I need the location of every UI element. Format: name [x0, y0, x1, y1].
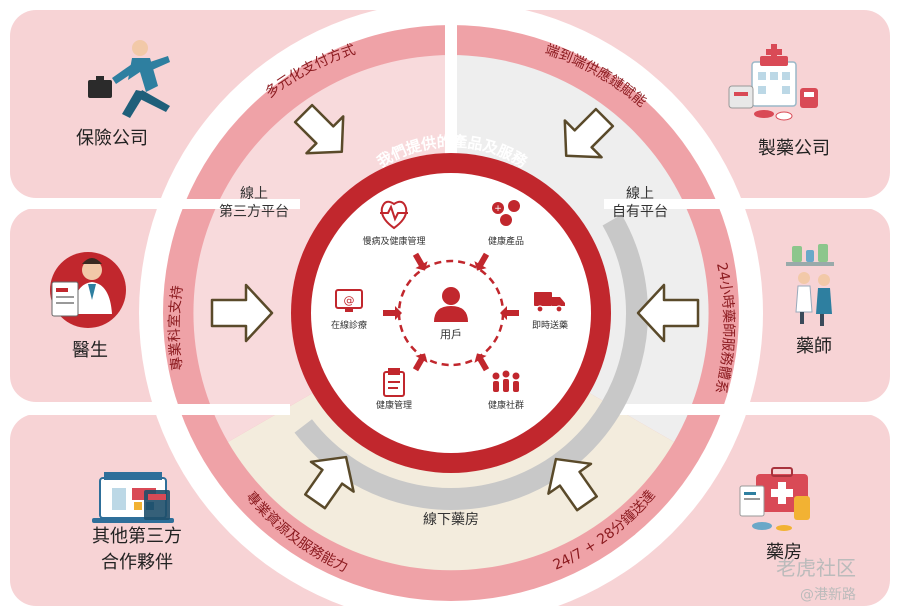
clipboard-icon: [383, 368, 405, 397]
monitor-icon: @: [335, 289, 363, 312]
svg-text:+: +: [494, 204, 502, 214]
mini-arrow-health-mgmt: [412, 353, 428, 372]
separator-top: [445, 0, 457, 200]
segment-label-line: 第三方平台: [219, 203, 289, 220]
service-health-mgmt-label: 健康管理: [376, 399, 412, 411]
heart-pulse-icon: [380, 200, 408, 230]
service-online-consult-label: 在線診療: [331, 319, 367, 331]
mini-arrow-online-consult: [383, 306, 402, 320]
segment-label-line: 線上: [240, 186, 268, 202]
service-chronic-label: 慢病及健康管理: [362, 235, 425, 247]
segment-offline-pharmacy: 線下藥房: [423, 512, 479, 528]
arrow-pharmacist: [636, 283, 700, 343]
segment-label-line: 自有平台: [612, 204, 668, 220]
segment-label-line: 線上: [626, 186, 654, 202]
svg-text:@: @: [344, 294, 355, 307]
service-community-label: 健康社群: [488, 399, 524, 411]
flow-swoosh: [254, 116, 648, 510]
arrow-pharmacy: [547, 457, 598, 512]
delivery-truck-icon: [534, 292, 565, 313]
partner-pharmacist: 藥師: [796, 336, 832, 357]
arrow-insurance: [293, 103, 345, 155]
separator-right: [604, 199, 902, 209]
user-label: 用戶: [440, 328, 462, 341]
separator-bottom-right: [612, 404, 902, 415]
watermark-main: 老虎社区: [776, 556, 856, 580]
partner-doctor: 醫生: [72, 340, 108, 361]
pills-icon: +: [492, 200, 520, 226]
community-icon: [492, 370, 520, 392]
mini-arrow-products: [474, 252, 490, 271]
service-delivery-label: 即時送藥: [532, 319, 568, 331]
arrow-other-partners: [304, 455, 355, 510]
service-products-label: 健康產品: [488, 235, 524, 247]
separator-left: [0, 199, 300, 209]
user-icon: [434, 287, 468, 322]
segment-online-own: 線上自有平台: [612, 186, 668, 220]
arrow-doctor: [210, 283, 274, 343]
mini-arrow-community: [474, 353, 490, 372]
partner-pharmacy: 藥房: [766, 542, 802, 563]
mini-arrow-delivery: [500, 306, 519, 320]
separator-bottom-left: [0, 404, 290, 415]
partner-insurance: 保險公司: [76, 128, 148, 149]
arrow-pharma: [563, 107, 615, 159]
segment-online-third-party: 線上第三方平台: [219, 186, 289, 220]
mini-arrow-chronic: [412, 252, 428, 271]
watermark-sub: @港新路: [800, 587, 856, 603]
partner-pharma: 製藥公司: [758, 138, 830, 159]
partner-other: 其他第三方 合作夥伴: [92, 526, 182, 573]
